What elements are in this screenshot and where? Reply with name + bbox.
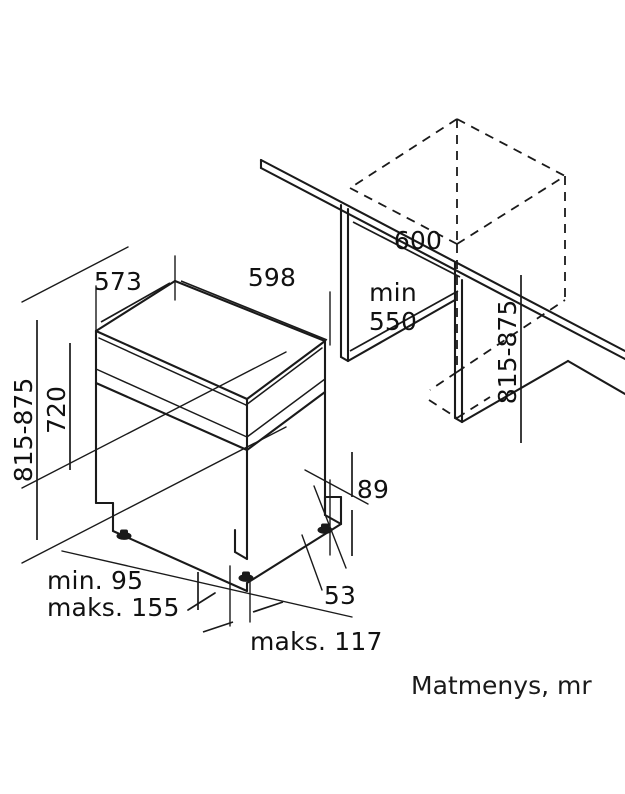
dimension-89: 89 [304,452,389,556]
dimension-label-815-875-right: 815-875 [493,300,522,404]
dimension-label-815-875-left: 815-875 [9,378,38,482]
dimension-maks-117: maks. 117 [202,565,383,656]
dimension-label-598: 598 [248,263,296,292]
dimension-label-573: 573 [94,267,142,296]
dimension-label-89: 89 [357,475,389,504]
dimension-label-maks-117: maks. 117 [250,627,383,656]
dimension-label-53: 53 [324,581,356,610]
niche-dashed-outline [349,118,566,419]
floor-reference-lines [21,246,353,618]
dimension-label-600: 600 [394,226,442,255]
dimension-foot-range: min. 95 maks. 155 [47,566,216,622]
dimension-label-550: 550 [369,307,417,336]
figure-caption: Matmenys, mr [411,671,592,700]
dimension-label-min-95: min. 95 [47,566,143,595]
dimension-573: 573 [94,255,176,332]
dishwasher-body [94,279,343,593]
niche-left-wall [339,203,457,363]
dimension-min-550: min 550 [349,278,459,352]
dimension-600: 600 [352,221,461,278]
dimension-53: 53 [301,485,356,610]
dimension-label-min: min [369,278,417,307]
dimension-598: 598 [180,263,331,346]
countertop-slab [259,158,625,361]
dimension-815-875-left: 815-875 [9,320,38,540]
dimension-815-875-right: 815-875 [493,275,522,443]
adjustable-feet [116,523,333,582]
dimension-label-maks-155: maks. 155 [47,593,180,622]
dimension-label-720: 720 [42,386,71,434]
dimension-720: 720 [42,343,71,470]
niche-right-wall [453,261,625,424]
